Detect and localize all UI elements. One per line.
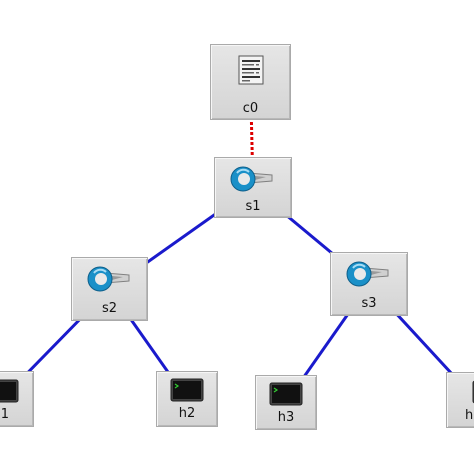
node-h1[interactable]: 1 <box>0 371 34 427</box>
node-label-s3: s3 <box>361 296 377 311</box>
node-label-s1: s1 <box>245 199 261 214</box>
node-label-h3: h3 <box>277 410 295 425</box>
node-label-c0: c0 <box>242 101 259 116</box>
node-s2[interactable]: s2 <box>71 257 148 321</box>
switch-icon <box>344 259 394 295</box>
terminal-icon <box>170 378 204 406</box>
node-label-h2: h2 <box>178 406 196 421</box>
node-label-h4: h <box>465 408 474 423</box>
node-s1[interactable]: s1 <box>214 157 292 218</box>
node-c0[interactable]: c0 <box>210 44 291 120</box>
terminal-icon <box>0 379 19 407</box>
terminal-icon <box>269 382 303 410</box>
switch-icon <box>85 264 135 300</box>
node-h2[interactable]: h2 <box>156 371 218 427</box>
node-label-h1: 1 <box>0 407 9 422</box>
node-h4[interactable]: h <box>446 372 474 428</box>
node-s3[interactable]: s3 <box>330 252 408 316</box>
server-icon <box>238 55 264 89</box>
node-label-s2: s2 <box>101 301 118 316</box>
switch-icon <box>228 164 278 200</box>
node-h3[interactable]: h3 <box>255 375 317 430</box>
